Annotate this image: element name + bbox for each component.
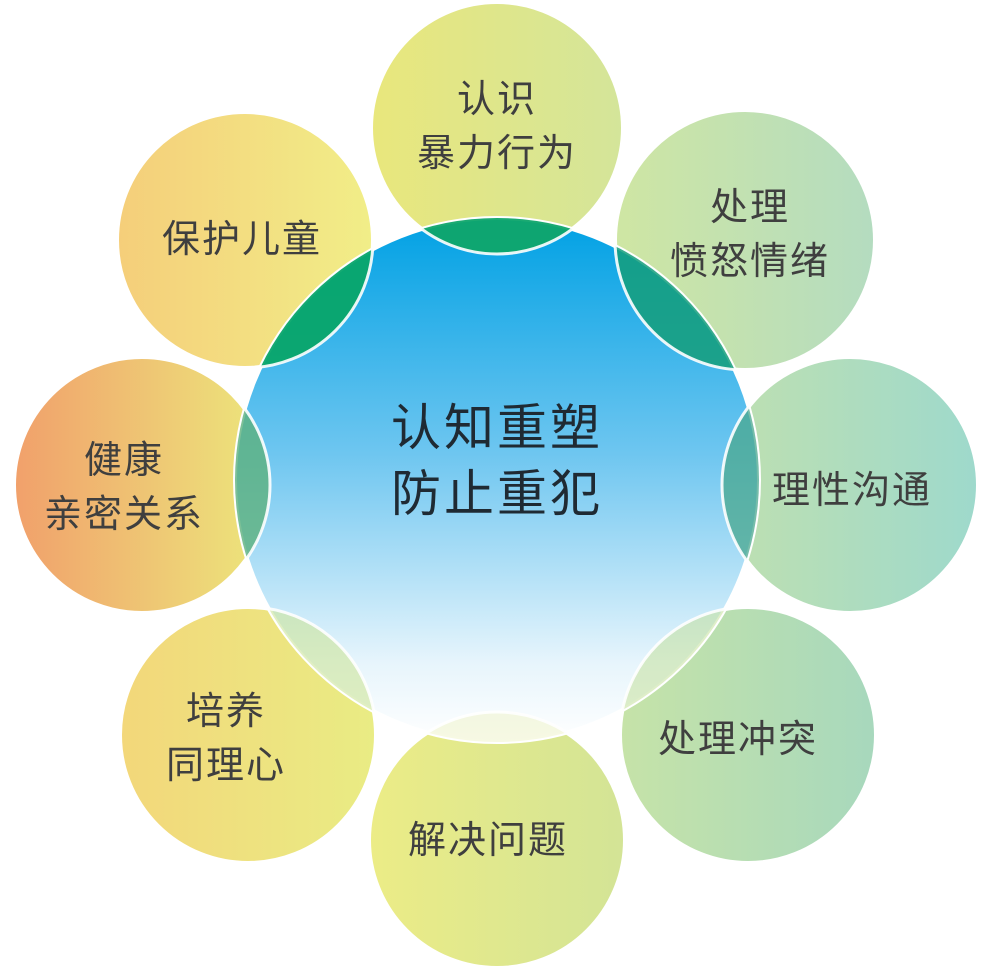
petal-label-bottom: 解决问题 — [358, 813, 618, 867]
petal-right-line-1: 理性沟通 — [771, 468, 932, 512]
petal-label-lower-right: 处理冲突 — [608, 712, 868, 766]
petal-lower-right-line-1: 处理冲突 — [657, 717, 818, 761]
petal-top-line-2: 暴力行为 — [416, 131, 577, 175]
petal-top-line-1: 认识 — [456, 77, 537, 121]
petal-lower-left-line-2: 同理心 — [165, 743, 286, 787]
center-label: 认知重塑 防止重犯 — [297, 395, 697, 527]
petal-label-upper-right: 处理 愤怒情绪 — [620, 180, 880, 288]
center-line-1: 认知重塑 — [391, 399, 603, 457]
petal-upper-right-line-1: 处理 — [709, 185, 790, 229]
petal-upper-right-line-2: 愤怒情绪 — [669, 239, 830, 283]
petal-label-right: 理性沟通 — [722, 463, 982, 517]
center-line-2: 防止重犯 — [391, 465, 603, 523]
petal-lower-left-line-1: 培养 — [185, 689, 266, 733]
petal-left-line-2: 亲密关系 — [43, 492, 204, 536]
petal-label-lower-left: 培养 同理心 — [96, 684, 356, 792]
petal-label-upper-left: 保护儿童 — [112, 212, 372, 266]
petal-upper-left-line-1: 保护儿童 — [161, 217, 322, 261]
petal-label-top: 认识 暴力行为 — [367, 72, 627, 180]
petal-left-line-1: 健康 — [83, 438, 164, 482]
petal-bottom-line-1: 解决问题 — [407, 818, 568, 862]
petal-label-left: 健康 亲密关系 — [0, 433, 254, 541]
